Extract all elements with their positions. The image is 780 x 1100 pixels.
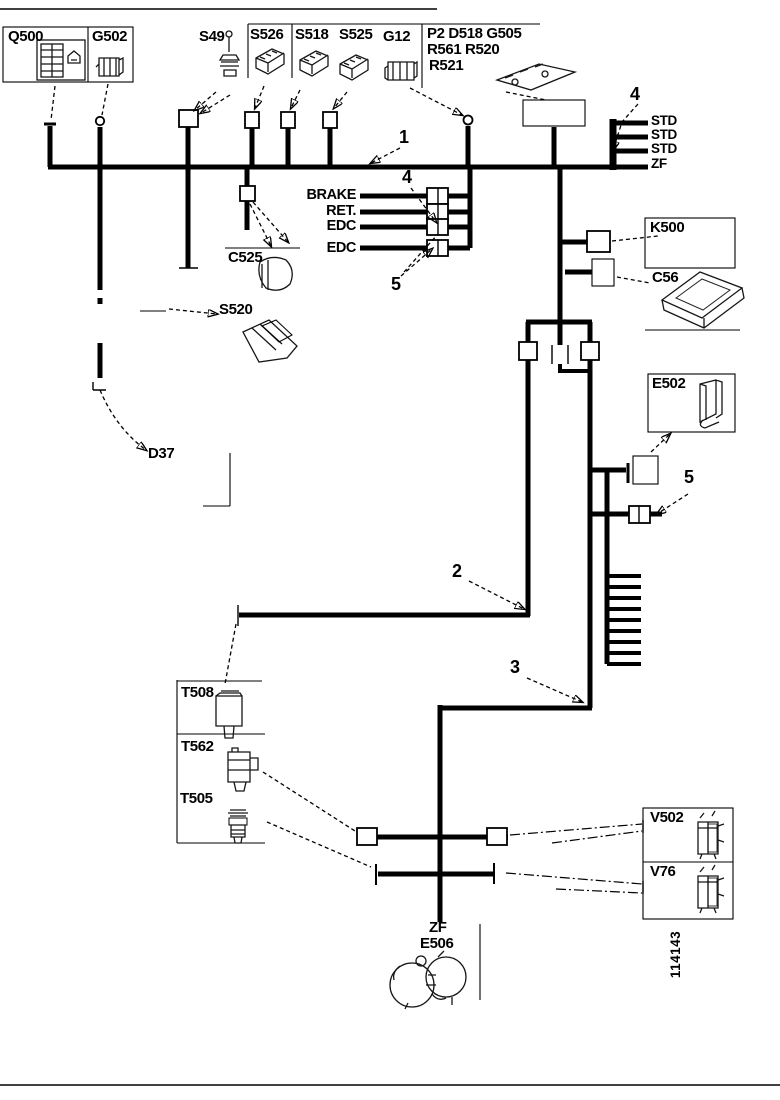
top-drop-wires	[44, 99, 586, 391]
label-c525: C525	[228, 249, 263, 266]
label-t508: T508	[181, 684, 214, 701]
label-ret: RET.	[326, 203, 356, 219]
label-std-3: STD	[651, 141, 677, 156]
label-brake: BRAKE	[306, 187, 356, 203]
v76-illustration	[697, 864, 725, 914]
label-v502: V502	[650, 809, 684, 826]
callout-1: 1	[399, 127, 409, 147]
s525-illustration	[339, 54, 369, 81]
s520-illustration	[242, 319, 298, 363]
right-trunk-wire	[518, 167, 615, 708]
label-zf-top: ZF	[651, 156, 667, 171]
page-frame	[0, 8, 780, 1086]
c525-drop-wire	[239, 167, 256, 230]
callout-5-brake: 5	[391, 274, 401, 294]
s518-illustration	[299, 50, 329, 77]
label-v76: V76	[650, 863, 676, 880]
e502-illustration	[699, 379, 723, 429]
label-s520: S520	[219, 301, 253, 318]
t505-illustration	[228, 809, 248, 844]
label-e506: E506	[420, 935, 454, 952]
e502-branch-wire	[592, 455, 659, 485]
label-c56: C56	[652, 269, 679, 286]
p2-group-illustration	[494, 63, 578, 91]
harness-2-wire	[237, 605, 530, 626]
callout-5-right: 5	[684, 467, 694, 487]
harness-3-wire	[437, 705, 592, 922]
g502-illustration	[95, 56, 124, 77]
doc-number-text: 114143	[668, 930, 684, 978]
label-k500: K500	[650, 219, 685, 236]
label-q500: Q500	[8, 28, 44, 45]
bottom-cross-wires	[356, 827, 508, 885]
leader-lines	[50, 83, 689, 868]
valve-link-lines	[505, 820, 644, 894]
c525-illustration	[258, 256, 293, 291]
label-t562: T562	[181, 738, 214, 755]
doc-number: 114143	[646, 924, 706, 984]
t562-illustration	[227, 747, 259, 792]
std-terminal-block	[609, 119, 648, 170]
t508-illustration	[215, 690, 243, 739]
s526-illustration	[255, 48, 285, 75]
e506-illustration	[389, 950, 467, 1010]
label-s49: S49	[199, 28, 225, 45]
brake-ret-edc-wires	[360, 167, 473, 257]
label-g502: G502	[92, 28, 128, 45]
label-p2-group-line2: R561 R520	[427, 41, 500, 58]
connector-5-stub-wire	[590, 505, 662, 524]
c56-illustration	[660, 271, 745, 329]
label-d37: D37	[148, 445, 175, 462]
v502-illustration	[697, 810, 725, 860]
label-e502: E502	[652, 375, 686, 392]
label-s518: S518	[295, 26, 329, 43]
label-edc-1: EDC	[326, 218, 357, 234]
g12-illustration	[384, 60, 418, 81]
label-zf-bottom: ZF	[429, 919, 447, 936]
label-std-2: STD	[651, 127, 677, 142]
callout-4-std: 4	[630, 84, 640, 104]
label-s525: S525	[339, 26, 373, 43]
label-edc-2: EDC	[326, 240, 357, 256]
callout-3: 3	[510, 657, 520, 677]
label-p2-group-line1: P2 D518 G505	[427, 25, 522, 42]
q500-illustration	[36, 39, 86, 81]
label-g12: G12	[383, 28, 411, 45]
label-std-1: STD	[651, 113, 677, 128]
s49-illustration	[218, 30, 241, 77]
label-t505: T505	[180, 790, 213, 807]
callout-2: 2	[452, 561, 462, 581]
label-s526: S526	[250, 26, 284, 43]
label-p2-group-line3: R521	[429, 57, 464, 74]
callout-4-brake: 4	[402, 167, 412, 187]
comb-branch-wire	[604, 470, 641, 666]
